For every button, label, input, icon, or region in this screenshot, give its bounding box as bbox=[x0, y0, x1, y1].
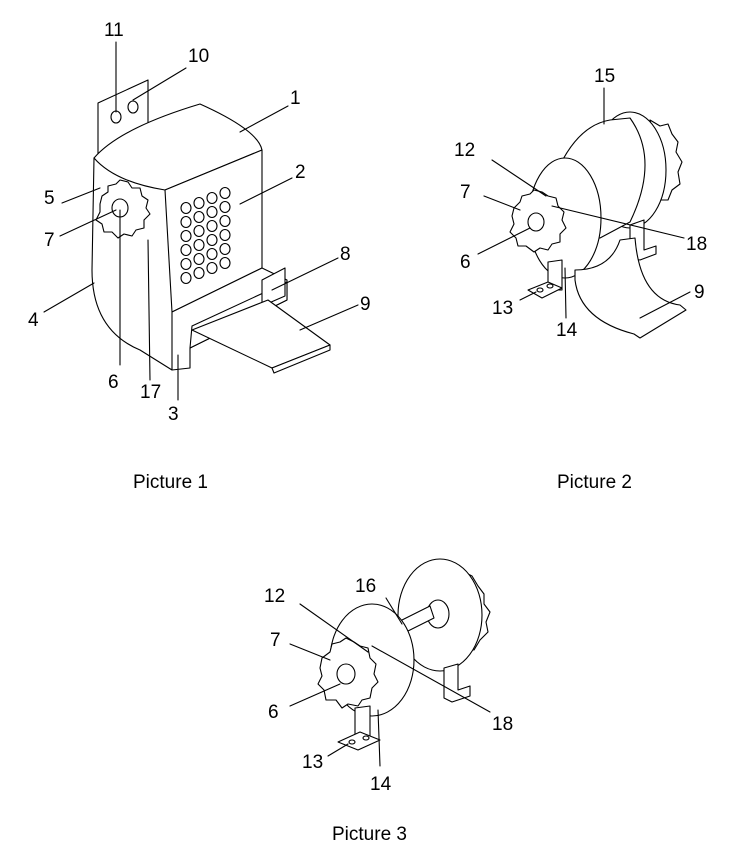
label-8: 8 bbox=[340, 244, 351, 265]
label-14: 14 bbox=[556, 320, 578, 341]
vent-hole bbox=[206, 261, 218, 275]
label-14: 14 bbox=[370, 774, 392, 795]
vent-hole bbox=[180, 271, 192, 285]
vent-hole bbox=[219, 186, 231, 200]
picture-1-drawing: 11 10 1 2 5 7 4 8 9 6 17 3 Picture 1 bbox=[28, 20, 371, 493]
housing-top bbox=[93, 103, 263, 191]
label-12: 12 bbox=[264, 586, 285, 607]
picture-2-numbers: 15 12 7 18 6 9 13 14 bbox=[454, 66, 707, 341]
gear bbox=[95, 179, 151, 239]
caption-picture-2: Picture 2 bbox=[557, 472, 632, 493]
slot-piece bbox=[261, 267, 286, 307]
label-7: 7 bbox=[460, 182, 471, 203]
vent-hole bbox=[206, 191, 218, 205]
vent-hole bbox=[193, 196, 205, 210]
label-16: 16 bbox=[355, 576, 376, 597]
label-13: 13 bbox=[302, 752, 323, 773]
label-17: 17 bbox=[140, 382, 161, 403]
label-18: 18 bbox=[492, 714, 513, 735]
label-9: 9 bbox=[694, 282, 705, 303]
caption-picture-1: Picture 1 bbox=[133, 472, 208, 493]
curved-bracket bbox=[574, 237, 687, 339]
front-gear bbox=[317, 637, 379, 709]
vent-hole bbox=[180, 201, 192, 215]
vent-hole bbox=[206, 205, 218, 219]
label-13: 13 bbox=[492, 298, 513, 319]
label-4: 4 bbox=[28, 310, 39, 331]
label-10: 10 bbox=[188, 46, 209, 67]
vent-hole bbox=[180, 257, 192, 271]
picture-3-drawing: 16 12 7 18 6 13 14 Picture 3 bbox=[264, 558, 513, 845]
front-bracket bbox=[547, 259, 563, 291]
label-1: 1 bbox=[290, 88, 301, 109]
vent-hole bbox=[193, 266, 205, 280]
picture-1-numbers: 11 10 1 2 5 7 4 8 9 6 17 3 bbox=[28, 20, 371, 425]
vent-hole bbox=[180, 215, 192, 229]
vent-hole bbox=[180, 243, 192, 257]
vent-hole bbox=[193, 210, 205, 224]
vent-hole bbox=[219, 228, 231, 242]
vent-hole bbox=[219, 214, 231, 228]
picture-2-drawing: 15 12 7 18 6 9 13 14 Picture 2 bbox=[454, 66, 707, 493]
label-9: 9 bbox=[360, 294, 371, 315]
vent-hole bbox=[206, 247, 218, 261]
label-5: 5 bbox=[44, 188, 55, 209]
label-15: 15 bbox=[594, 66, 615, 87]
vent-hole bbox=[180, 229, 192, 243]
label-6: 6 bbox=[108, 372, 119, 393]
label-3: 3 bbox=[168, 404, 179, 425]
picture-1-leaders bbox=[43, 41, 359, 401]
picture-3-leaders bbox=[289, 597, 491, 767]
label-12: 12 bbox=[454, 140, 475, 161]
vent-hole bbox=[219, 256, 231, 270]
vent-hole bbox=[193, 238, 205, 252]
picture-2-leaders bbox=[477, 87, 691, 319]
front-foot bbox=[337, 731, 381, 751]
label-2: 2 bbox=[295, 162, 306, 183]
label-7: 7 bbox=[270, 630, 281, 651]
mounting-hole bbox=[127, 100, 139, 114]
picture-3-numbers: 16 12 7 18 6 13 14 bbox=[264, 576, 513, 795]
caption-picture-3: Picture 3 bbox=[332, 824, 407, 845]
label-6: 6 bbox=[460, 252, 471, 273]
label-6: 6 bbox=[268, 702, 279, 723]
vent-hole-grid bbox=[180, 186, 231, 285]
vent-hole bbox=[219, 200, 231, 214]
label-11: 11 bbox=[104, 20, 124, 41]
rear-bracket bbox=[443, 663, 471, 703]
label-18: 18 bbox=[686, 234, 707, 255]
mounting-hole bbox=[110, 110, 122, 124]
vent-hole bbox=[193, 224, 205, 238]
vent-hole bbox=[206, 233, 218, 247]
label-7: 7 bbox=[44, 230, 55, 251]
vent-hole bbox=[193, 252, 205, 266]
vent-hole bbox=[206, 219, 218, 233]
vent-hole bbox=[219, 242, 231, 256]
